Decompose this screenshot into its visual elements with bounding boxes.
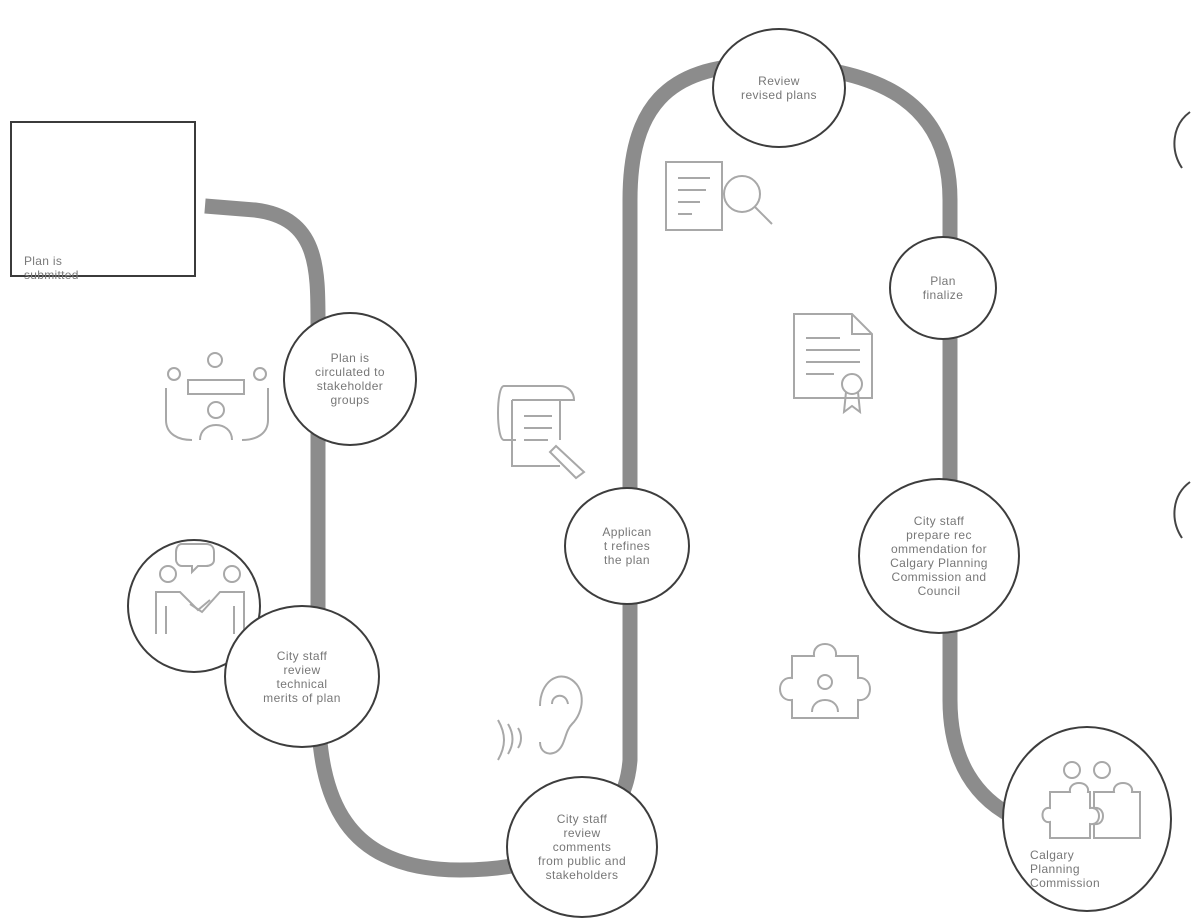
step-plan-finalized: Plan finalize	[889, 236, 997, 340]
step-label: Plan finalize	[922, 274, 964, 302]
certificate-icon	[793, 313, 873, 415]
handshake-speech-icon	[127, 539, 261, 673]
listening-ear-icon	[497, 675, 583, 761]
step-label: Review revised plans	[741, 74, 817, 102]
process-path	[204, 57, 1024, 878]
step-applicant-refines: Applican t refines the plan	[564, 487, 690, 605]
step-city-staff-technical: City staff review technical merits of pl…	[224, 605, 380, 748]
puzzle-people-icon	[1041, 761, 1141, 839]
stakeholder-meeting-icon	[165, 352, 269, 441]
step-label: Applican t refines the plan	[602, 525, 652, 567]
start-label: Plan is submitted	[24, 254, 79, 282]
start-box	[10, 121, 196, 277]
document-magnifier-icon	[665, 161, 773, 231]
offscreen-node-bottom	[1173, 481, 1191, 539]
step-circulated: Plan is circulated to stakeholder groups	[283, 312, 417, 446]
offscreen-node-top	[1173, 111, 1191, 169]
step-city-staff-comments: City staff review comments from public a…	[506, 776, 658, 918]
step-label: Calgary Planning Commission	[1030, 848, 1101, 890]
step-label: City staff review technical merits of pl…	[263, 648, 341, 705]
step-label: Plan is circulated to stakeholder groups	[315, 351, 385, 407]
step-label: City staff review comments from public a…	[537, 812, 627, 882]
step-label: City staff prepare rec ommendation for C…	[890, 514, 988, 598]
step-review-revised: Review revised plans	[712, 28, 846, 148]
step-calgary-planning-commission: Calgary Planning Commission	[1002, 726, 1172, 912]
scroll-pen-icon	[497, 385, 586, 480]
step-city-staff-recommendation: City staff prepare rec ommendation for C…	[858, 478, 1020, 634]
puzzle-person-icon	[779, 643, 871, 719]
